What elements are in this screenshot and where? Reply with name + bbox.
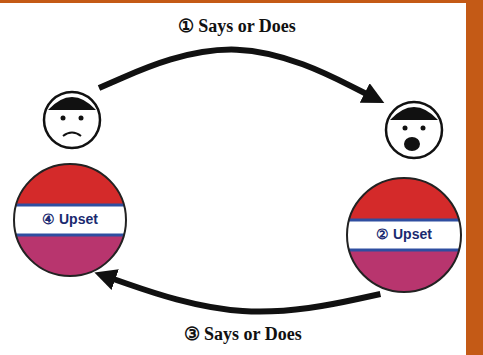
face <box>44 92 100 148</box>
arrow-label: ③ Says or Does <box>181 323 305 345</box>
person-outline <box>345 98 463 294</box>
face <box>386 102 442 158</box>
upset-label: ② Upset <box>345 227 463 242</box>
person-figure: ② Upset <box>345 98 463 294</box>
cycle-arrow <box>105 276 381 312</box>
cycle-arrow <box>99 50 375 98</box>
arrow-label: ① Says or Does <box>175 15 299 37</box>
upset-label: ④ Upset <box>12 212 128 227</box>
person-figure: ④ Upset <box>12 88 128 278</box>
person-outline <box>12 88 128 278</box>
